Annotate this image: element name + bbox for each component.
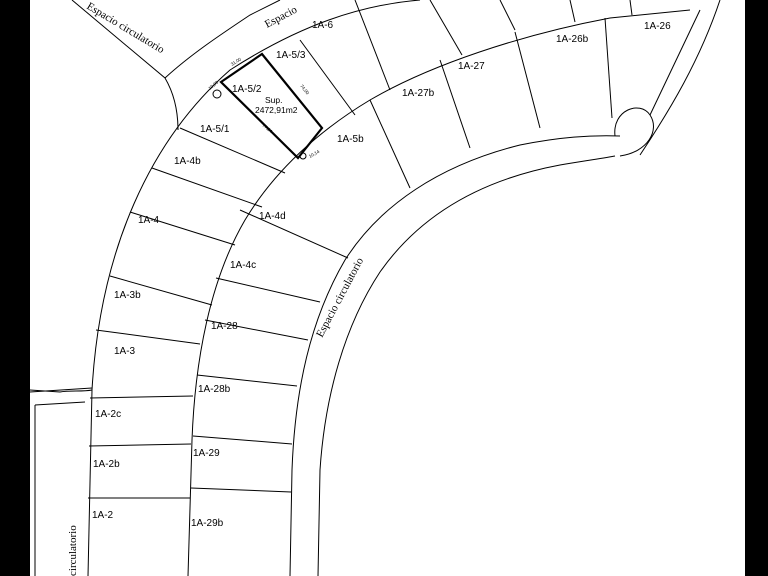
highlighted-lot-1a-5-2[interactable]	[219, 52, 324, 160]
lot-line	[151, 167, 263, 208]
lot-label: 1A-2	[92, 510, 114, 521]
left-road-edge	[29, 387, 93, 393]
lot-line	[190, 487, 292, 493]
upper-left-diagonal-road	[71, 0, 179, 131]
lot-label: 1A-5b	[337, 134, 364, 145]
lot-label: 1A-3	[114, 346, 136, 357]
inner-circulation-edge	[317, 155, 616, 576]
east-road-edge-2	[639, 0, 721, 156]
lot-label: 1A-6	[312, 20, 334, 31]
street-label-top-arc: Espacio	[263, 3, 300, 30]
outer-block-boundary	[87, 0, 421, 576]
lot-line	[239, 209, 349, 259]
lot-line	[439, 59, 471, 149]
east-road-edge-1	[649, 9, 701, 116]
upper-left-road-curb	[29, 389, 93, 393]
left-road-edge-lower	[34, 401, 86, 576]
lot-label: 1A-5/2	[232, 84, 262, 95]
lot-label: 1A-4d	[259, 211, 286, 222]
lot-line	[192, 435, 293, 445]
dimension-corner-right: 10,14	[308, 149, 321, 159]
lot-line	[354, 0, 391, 91]
lot-line	[299, 39, 356, 116]
lot-label: 1A-27	[458, 61, 485, 72]
plan-sheet	[30, 0, 745, 576]
lot-line	[88, 443, 192, 447]
lot-label: 1A-4b	[174, 156, 201, 167]
lot-line	[215, 277, 321, 303]
corner-marker	[212, 89, 222, 99]
lot-line	[95, 329, 201, 345]
lot-label: 1A-29	[193, 448, 220, 459]
lot-line	[604, 17, 613, 119]
lot-label: 1A-5/1	[200, 124, 230, 135]
lot-label: 1A-27b	[402, 88, 435, 99]
corner-marker-2	[299, 152, 307, 160]
lot-label: 1A-3b	[114, 290, 141, 301]
lot-line	[196, 374, 298, 387]
lot-line	[369, 99, 411, 189]
inner-road-edge	[289, 135, 621, 576]
lot-label: 1A-29b	[191, 518, 224, 529]
inner-lot-divider-arc	[187, 9, 691, 576]
lot-label: 1A-4c	[230, 260, 256, 271]
lot-line	[179, 127, 286, 174]
lot-line	[569, 0, 576, 23]
top-left-road-edge	[164, 0, 281, 79]
lot-label: 1A-26b	[556, 34, 589, 45]
lot-line	[629, 0, 633, 16]
lot-label: 1A-28	[211, 321, 238, 332]
dimension-bottom: 77,24	[261, 123, 273, 134]
street-label-bottom-left: circulatorio	[67, 525, 79, 576]
lot-line	[89, 395, 194, 399]
dimension-right: 74,00	[299, 84, 310, 96]
dimension-corner-left: 10,00	[207, 79, 219, 90]
lot-area-label: Sup.	[265, 95, 283, 105]
dimension-top: 31,00	[230, 56, 243, 66]
lot-label: 1A-28b	[198, 384, 231, 395]
lot-line	[429, 0, 463, 56]
lot-label: 1A-26	[644, 21, 671, 32]
street-label-top-left: Espacio circulatorio	[84, 0, 166, 56]
lot-line	[129, 211, 236, 246]
lot-label: 1A-2b	[93, 459, 120, 470]
lot-label: 1A-4	[138, 215, 160, 226]
lot-line	[514, 31, 541, 129]
lot-line	[204, 319, 309, 341]
lot-label: 1A-5/3	[276, 50, 306, 61]
lot-line	[109, 275, 213, 306]
lot-label: 1A-2c	[95, 409, 121, 420]
cul-de-sac	[614, 107, 654, 157]
lot-line	[499, 0, 516, 31]
lot-area-value: 2472,91m2	[255, 105, 298, 115]
